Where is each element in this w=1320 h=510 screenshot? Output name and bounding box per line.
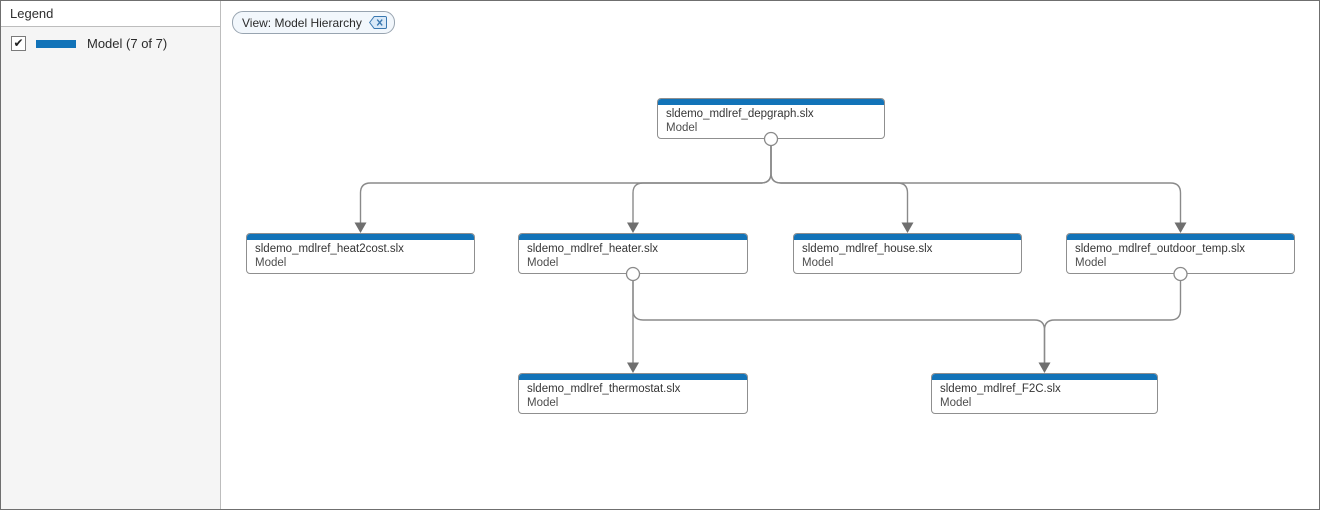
node-subtitle: Model — [802, 257, 834, 269]
model-filter-checkbox[interactable] — [11, 36, 26, 51]
graph-node-f2c[interactable]: sldemo_mdlref_F2C.slx Model — [931, 373, 1158, 414]
legend-title: Legend — [1, 1, 220, 27]
node-subtitle: Model — [1075, 257, 1107, 269]
node-subtitle: Model — [527, 397, 559, 409]
graph-node-heat2cost[interactable]: sldemo_mdlref_heat2cost.slx Model — [246, 233, 475, 274]
graph-node-depgraph[interactable]: sldemo_mdlref_depgraph.slx Model — [657, 98, 885, 139]
model-color-swatch — [36, 39, 76, 48]
node-type-color-bar — [932, 374, 1157, 380]
node-subtitle: Model — [666, 122, 698, 134]
node-type-color-bar — [519, 374, 747, 380]
node-type-color-bar — [794, 234, 1021, 240]
node-title: sldemo_mdlref_house.slx — [802, 243, 933, 255]
node-subtitle: Model — [940, 397, 972, 409]
node-title: sldemo_mdlref_F2C.slx — [940, 383, 1061, 395]
node-title: sldemo_mdlref_heater.slx — [527, 243, 659, 255]
clear-filter-backspace-icon[interactable] — [368, 16, 387, 29]
node-type-color-bar — [519, 234, 747, 240]
view-filter-label: View: Model Hierarchy — [242, 15, 362, 30]
node-type-color-bar — [1067, 234, 1294, 240]
graph-node-outdoor-temp[interactable]: sldemo_mdlref_outdoor_temp.slx Model — [1066, 233, 1295, 274]
graph-node-house[interactable]: sldemo_mdlref_house.slx Model — [793, 233, 1022, 274]
node-subtitle: Model — [255, 257, 287, 269]
view-filter-chip[interactable]: View: Model Hierarchy — [232, 11, 395, 34]
node-title: sldemo_mdlref_thermostat.slx — [527, 383, 681, 395]
legend-item-model: Model (7 of 7) — [1, 27, 220, 51]
legend-item-label: Model (7 of 7) — [87, 36, 168, 51]
node-subtitle: Model — [527, 257, 559, 269]
legend-panel: Legend Model (7 of 7) — [1, 1, 221, 509]
node-type-color-bar — [247, 234, 474, 240]
node-type-color-bar — [658, 99, 884, 105]
node-title: sldemo_mdlref_outdoor_temp.slx — [1075, 243, 1246, 255]
node-title: sldemo_mdlref_depgraph.slx — [666, 108, 814, 120]
graph-node-heater[interactable]: sldemo_mdlref_heater.slx Model — [518, 233, 748, 274]
graph-node-thermostat[interactable]: sldemo_mdlref_thermostat.slx Model — [518, 373, 748, 414]
node-title: sldemo_mdlref_heat2cost.slx — [255, 243, 404, 255]
